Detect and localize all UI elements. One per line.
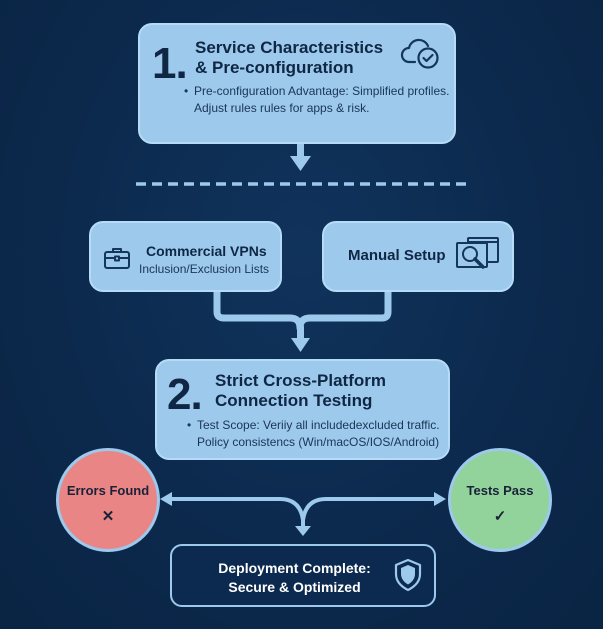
option-manual-setup: Manual Setup <box>322 221 514 292</box>
check-icon: ✓ <box>493 508 507 525</box>
step2-body-line1: Test Scope: Veriiy all includedexcluded … <box>197 418 440 432</box>
step1-title-line1: Service Characteristics <box>195 38 384 57</box>
step1-body-line2: Adjust rules rules for apps & risk. <box>194 101 370 115</box>
cloud-check-icon <box>400 35 442 76</box>
step1-title: Service Characteristics & Pre-configurat… <box>195 38 383 78</box>
step2-body-line2: Policy consistencs (Win/macOS/IOS/Androi… <box>197 435 440 449</box>
step1-body: • Pre-configuration Advantage: Simplified… <box>184 83 449 117</box>
step2-title-line2: Connection Testing <box>215 391 373 410</box>
step1-body-line1: Pre-configuration Advantage: Simplified … <box>194 84 450 98</box>
option-title: Commercial VPNs <box>146 243 267 259</box>
bullet: • <box>187 418 192 432</box>
errors-found-node: Errors Found ✕ <box>56 448 160 552</box>
final-line2: Secure & Optimized <box>228 579 361 595</box>
deployment-complete-text: Deployment Complete: Secure & Optimized <box>202 559 387 597</box>
step2-body: • Test Scope: Veriiy all includedexcluded… <box>187 417 440 451</box>
tests-pass-node: Tests Pass ✓ <box>448 448 552 552</box>
briefcase-icon <box>103 246 131 275</box>
bullet: • <box>184 84 189 98</box>
monitor-search-icon <box>454 235 502 280</box>
step2-number: 2. <box>167 370 203 419</box>
deployment-complete-card: Deployment Complete: Secure & Optimized <box>170 544 436 607</box>
option-commercial-vpns: Commercial VPNs Inclusion/Exclusion List… <box>89 221 282 292</box>
errors-found-label: Errors Found <box>66 483 150 498</box>
step2-title-line1: Strict Cross-Platform <box>215 371 386 390</box>
step1-number: 1. <box>152 39 188 88</box>
step2-card: 2. Strict Cross-Platform Connection Test… <box>155 359 450 460</box>
x-icon: ✕ <box>101 508 115 525</box>
tests-pass-label: Tests Pass <box>466 483 534 498</box>
step1-title-line2: & Pre-configuration <box>195 58 354 77</box>
step1-card: 1. Service Characteristics & Pre-configu… <box>138 23 456 144</box>
option-subtitle: Inclusion/Exclusion Lists <box>139 262 270 276</box>
final-line1: Deployment Complete: <box>218 560 371 576</box>
step2-title: Strict Cross-Platform Connection Testing <box>215 371 386 411</box>
shield-icon <box>393 558 423 597</box>
option-title: Manual Setup <box>348 247 446 264</box>
